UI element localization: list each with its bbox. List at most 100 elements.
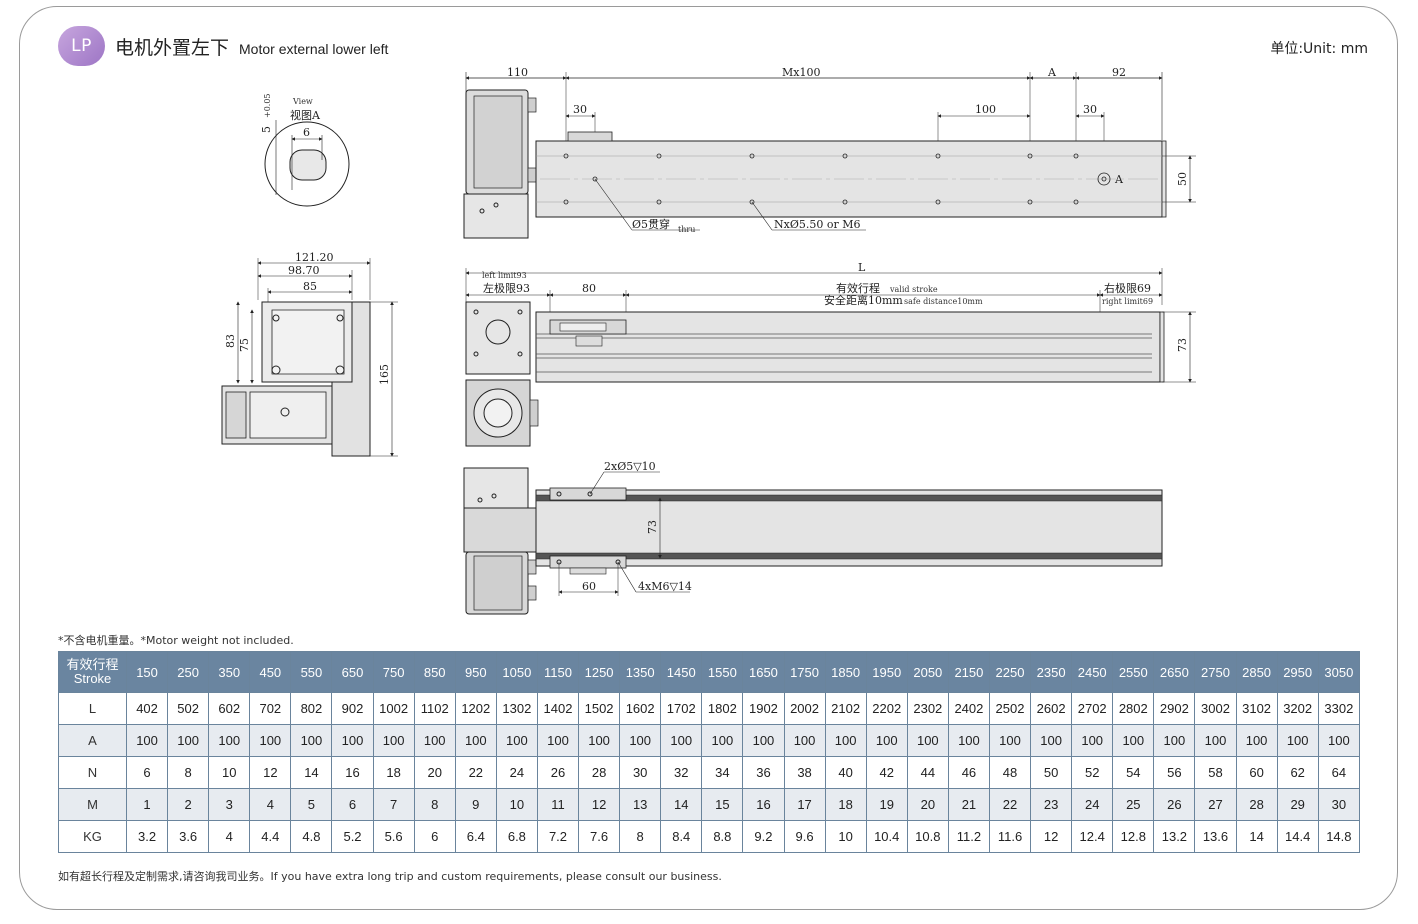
table-cell: 1502 (578, 692, 621, 725)
view-dim-tol: +0.05 (263, 93, 272, 118)
stroke-header-cell: 550 (290, 651, 333, 693)
page-title-en: Motor external lower left (239, 40, 389, 57)
dim-121: 121.20 (295, 251, 334, 264)
table-cell: 15 (701, 788, 744, 821)
table-cell: 802 (290, 692, 333, 725)
table-cell: 40 (824, 756, 867, 789)
table-cell: 5.6 (372, 820, 415, 853)
stroke-header-cell: 1650 (742, 651, 785, 693)
table-cell: 56 (1153, 756, 1196, 789)
stroke-header-cell: 1450 (660, 651, 703, 693)
stroke-header-cell: 2850 (1235, 651, 1278, 693)
table-cell: 2502 (988, 692, 1032, 725)
dim-75: 75 (238, 338, 251, 352)
table-cell: 4.4 (249, 820, 292, 853)
table-cell: 100 (208, 724, 251, 757)
right-limit-en: right limit69 (1102, 297, 1153, 306)
table-cell: 54 (1112, 756, 1155, 789)
table-cell: 3002 (1194, 692, 1237, 725)
table-cell: 2102 (824, 692, 867, 725)
table-cell: 28 (1235, 788, 1278, 821)
dim-100: 100 (975, 103, 996, 116)
header-label-cell: 有效行程 Stroke (58, 651, 127, 693)
table-cell: 3.2 (125, 820, 169, 853)
row-label-cell: KG (58, 820, 127, 853)
table-cell: 100 (290, 724, 333, 757)
left-limit-en: left limit93 (482, 271, 527, 280)
stroke-header-cell: 2350 (1030, 651, 1073, 693)
table-cell: 60 (1235, 756, 1278, 789)
table-cell: 100 (906, 724, 949, 757)
table-cell: 24 (1071, 788, 1114, 821)
table-cell: 30 (1317, 788, 1361, 821)
safe-distance-cn: 安全距离10mm (824, 293, 903, 307)
table-cell: 16 (331, 756, 374, 789)
table-cell: 2302 (906, 692, 949, 725)
page-frame (19, 6, 1398, 910)
table-cell: 100 (865, 724, 908, 757)
stroke-header-cell: 2550 (1112, 651, 1155, 693)
table-cell: 12 (249, 756, 292, 789)
row-label-cell: A (58, 724, 127, 757)
table-cell: 44 (906, 756, 949, 789)
table-cell: 402 (125, 692, 169, 725)
table-cell: 3 (208, 788, 251, 821)
hole-thru-en: thru (678, 225, 695, 234)
table-cell: 52 (1071, 756, 1114, 789)
table-cell: 28 (578, 756, 621, 789)
dim-85: 85 (303, 280, 317, 293)
table-cell: 100 (1194, 724, 1237, 757)
view-label-en: View (292, 97, 313, 106)
table-cell: 23 (1030, 788, 1073, 821)
table-cell: 3102 (1235, 692, 1278, 725)
row-label-cell: L (58, 692, 127, 725)
stroke-header-cell: 1350 (619, 651, 662, 693)
table-cell: 62 (1276, 756, 1319, 789)
table-cell: 30 (619, 756, 662, 789)
dim-30-left: 30 (573, 103, 587, 116)
page-header: LP 电机外置左下 Motor external lower left (58, 26, 388, 66)
table-cell: 13 (619, 788, 662, 821)
dim-50: 50 (1176, 172, 1189, 186)
view-dim-5: 5 (260, 126, 273, 133)
unit-label: 单位:Unit: mm (1270, 41, 1368, 57)
row-label-cell: N (58, 756, 127, 789)
table-cell: 100 (1317, 724, 1361, 757)
dim-92: 92 (1112, 66, 1126, 79)
table-cell: 48 (988, 756, 1032, 789)
table-cell: 1402 (536, 692, 580, 725)
safe-distance-en: safe distance10mm (904, 297, 983, 306)
dim-a: A (1047, 66, 1057, 79)
table-cell: 2402 (947, 692, 990, 725)
table-cell: 100 (783, 724, 826, 757)
stroke-header-cell: 350 (208, 651, 251, 693)
table-cell: 11.6 (988, 820, 1032, 853)
view-a-detail: View 视图A 6 5 +0.05 (260, 93, 350, 207)
table-cell: 702 (249, 692, 292, 725)
stroke-header-cell: 250 (167, 651, 210, 693)
table-cell: 2802 (1112, 692, 1155, 725)
label-4x: 4xM6▽14 (638, 580, 692, 593)
table-cell: 8 (167, 756, 210, 789)
table-cell: 29 (1276, 788, 1319, 821)
table-cell: 7.2 (536, 820, 580, 853)
table-cell: 3202 (1276, 692, 1319, 725)
header-label-cn: 有效行程 (66, 657, 119, 672)
table-cell: 18 (824, 788, 867, 821)
dim-73-side: 73 (1176, 338, 1189, 352)
dim-80: 80 (582, 282, 596, 295)
dim-110: 110 (507, 66, 528, 79)
table-cell: 12 (1030, 820, 1073, 853)
table-cell: 34 (701, 756, 744, 789)
table-cell: 6.8 (495, 820, 538, 853)
table-cell: 18 (372, 756, 415, 789)
table-cell: 27 (1194, 788, 1237, 821)
table-cell: 2 (167, 788, 210, 821)
end-view: 121.20 98.70 85 83 75 165 (221, 251, 398, 457)
table-cell: 32 (660, 756, 703, 789)
